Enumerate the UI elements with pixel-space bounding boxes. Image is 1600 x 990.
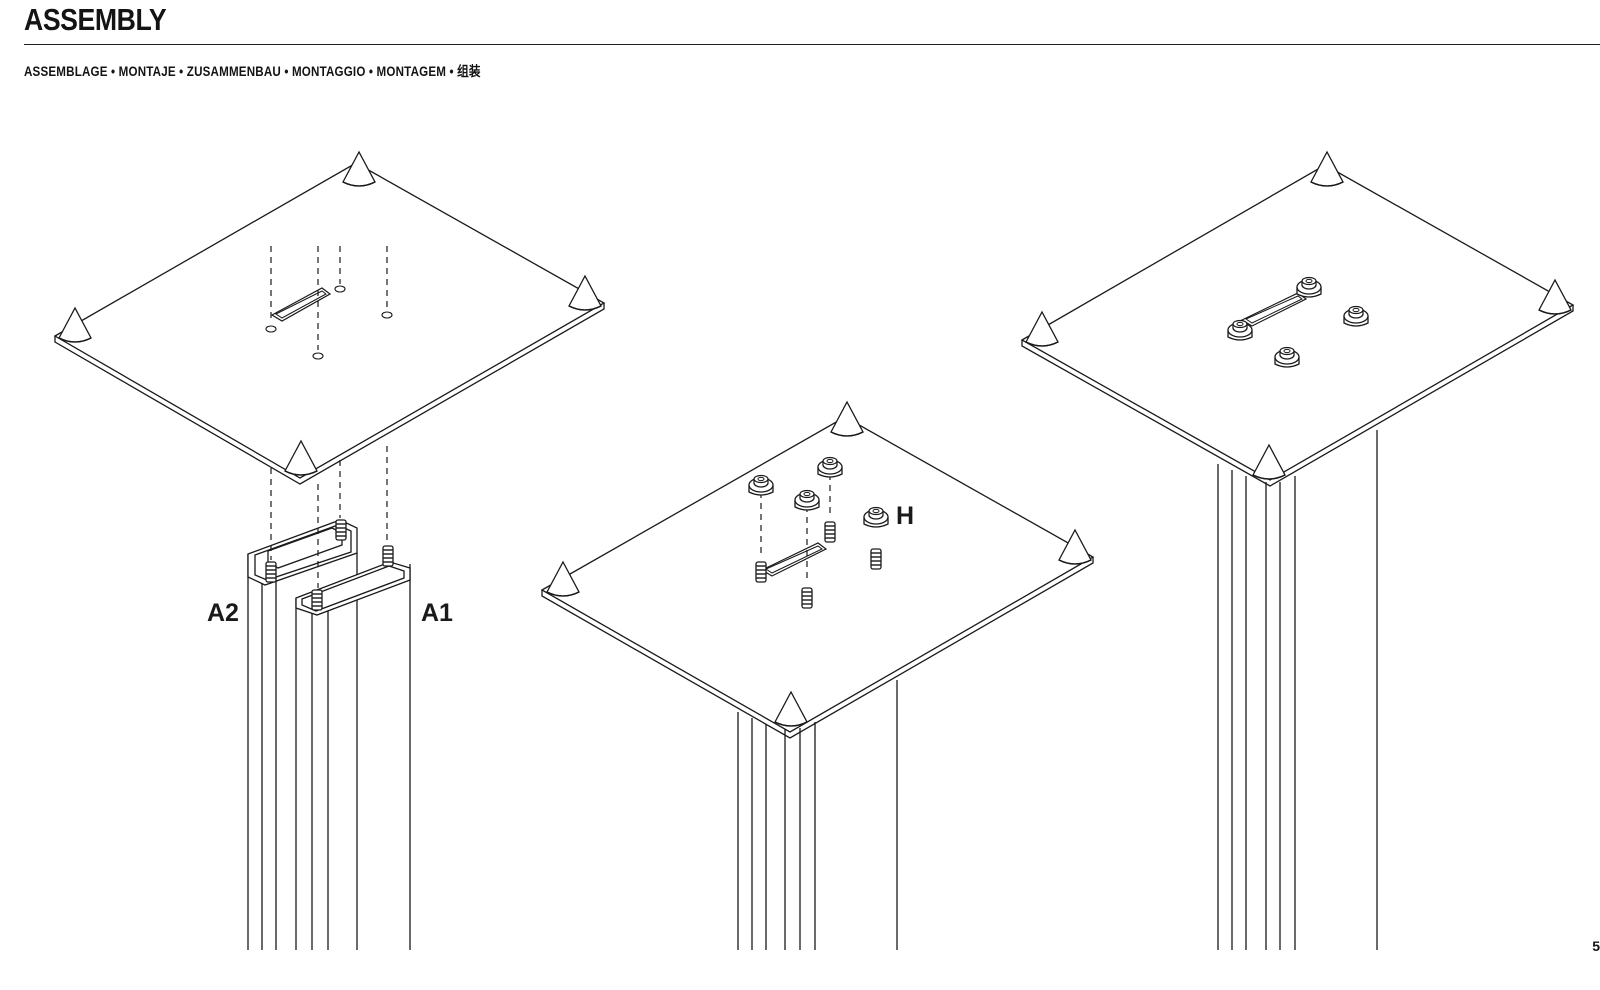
stand-column: [1217, 430, 1378, 950]
spike-foot: [1310, 151, 1344, 187]
threaded-stud: [755, 561, 767, 583]
top-plate: [53, 162, 606, 485]
label-a1: A1: [421, 599, 453, 627]
threaded-stud: [801, 587, 813, 609]
label-a2: A2: [207, 599, 239, 627]
page-title: ASSEMBLY: [24, 2, 167, 37]
step-3-assembled-view: [1020, 151, 1575, 950]
threaded-stud: [824, 521, 836, 543]
page-number: 5: [1592, 938, 1600, 954]
threaded-stud: [382, 545, 394, 567]
alignment-guides: [270, 246, 388, 588]
step-1-exploded-view: A2 A1: [53, 151, 606, 950]
top-plate: [540, 416, 1095, 739]
threaded-stud: [870, 548, 882, 570]
alignment-guides: [760, 474, 831, 580]
stand-column: [737, 680, 898, 950]
label-h: H: [896, 502, 914, 530]
step-2-fastening-view: H: [540, 401, 1095, 950]
threaded-stud: [311, 589, 323, 611]
header-rule: [24, 44, 1600, 45]
threaded-stud: [265, 561, 277, 583]
threaded-stud: [335, 519, 347, 541]
spike-foot: [830, 401, 864, 437]
top-plate: [1020, 164, 1575, 487]
page-subtitle: ASSEMBLAGE • MONTAJE • ZUSAMMENBAU • MON…: [24, 64, 481, 79]
column-a1: [295, 561, 411, 950]
